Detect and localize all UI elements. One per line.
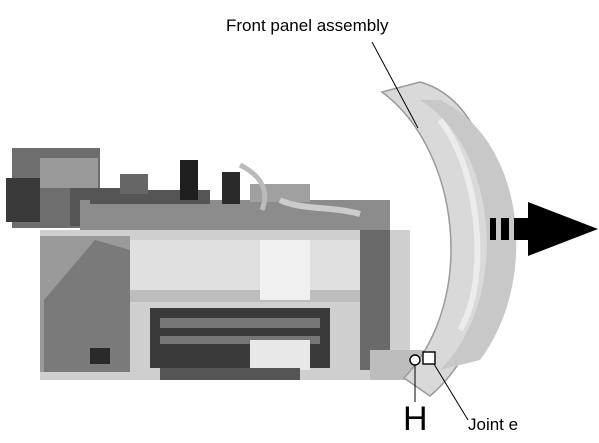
square-marker-icon (422, 351, 436, 365)
front-panel-leader-line (371, 41, 419, 129)
circuit-board (80, 160, 390, 230)
joint-leader-line (433, 363, 469, 421)
circle-marker-icon (409, 354, 421, 366)
marker-h-label: H (403, 400, 428, 438)
front-panel-assembly (380, 81, 517, 397)
front-panel-label: Front panel assembly (226, 16, 389, 35)
arrow-right-dashed-icon (490, 202, 598, 256)
joint-e-label: Joint e (468, 415, 519, 434)
chassis-body (40, 230, 440, 380)
